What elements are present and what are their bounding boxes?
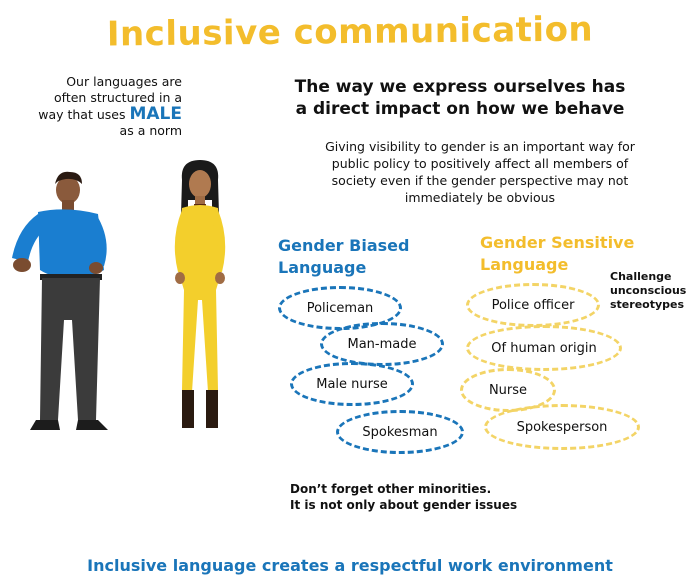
- biased-term: Man-made: [347, 336, 417, 352]
- sensitive-term: Spokesperson: [516, 419, 608, 435]
- woman-illustration: [174, 160, 226, 428]
- sensitive-term-bubble: Spokesperson: [484, 404, 640, 450]
- biased-term: Male nurse: [316, 376, 388, 392]
- biased-term-bubble: Man-made: [320, 322, 444, 366]
- footer-message: Inclusive language creates a respectful …: [87, 556, 613, 575]
- man-illustration: [12, 171, 108, 430]
- headline: The way we express ourselves has a direc…: [240, 76, 680, 120]
- paragraph-line: immediately be obvious: [404, 190, 556, 205]
- intro-line: Our languages are: [66, 74, 182, 89]
- challenge-line: stereotypes: [610, 298, 685, 311]
- sensitive-term: Of human origin: [491, 340, 597, 356]
- minorities-line: It is not only about gender issues: [290, 498, 518, 512]
- biased-term-bubble: Spokesman: [336, 410, 464, 454]
- intro-line: way that uses MALE: [22, 106, 182, 123]
- headline-line: a direct impact on how we behave: [295, 99, 625, 119]
- paragraph-line: society even if the gender perspective m…: [331, 173, 629, 188]
- heading-line: Gender Biased: [278, 236, 410, 255]
- intro-line-prefix: way that uses: [38, 107, 126, 122]
- minorities-note: Don’t forget other minorities. It is not…: [290, 481, 517, 513]
- paragraph-line: public policy to positively affect all m…: [331, 156, 629, 171]
- paragraph-line: Giving visibility to gender is an import…: [325, 139, 635, 154]
- page-title: Inclusive communication: [106, 9, 594, 55]
- challenge-line: unconscious: [610, 284, 687, 297]
- sensitive-term: Nurse: [488, 382, 528, 398]
- biased-term-bubble: Male nurse: [290, 362, 414, 406]
- paragraph: Giving visibility to gender is an import…: [280, 138, 680, 206]
- heading-line: Language: [278, 258, 367, 277]
- intro-line: often structured in a: [54, 90, 182, 105]
- heading-line: Language: [480, 255, 569, 274]
- intro-text: Our languages are often structured in a …: [22, 74, 182, 139]
- headline-line: The way we express ourselves has: [294, 77, 626, 97]
- sensitive-term: Police officer: [491, 297, 575, 313]
- heading-line: Gender Sensitive: [480, 233, 635, 252]
- male-highlight: MALE: [129, 104, 182, 124]
- sensitive-term-bubble: Police officer: [466, 283, 600, 327]
- gender-biased-heading: Gender Biased Language: [278, 235, 409, 279]
- minorities-line: Don’t forget other minorities.: [290, 482, 492, 496]
- biased-term: Policeman: [306, 300, 374, 316]
- challenge-note: Challenge unconscious stereotypes: [610, 270, 686, 312]
- biased-term: Spokesman: [362, 424, 438, 440]
- sensitive-term-bubble: Of human origin: [466, 325, 622, 371]
- gender-sensitive-heading: Gender Sensitive Language: [480, 232, 634, 276]
- intro-line: as a norm: [119, 123, 182, 138]
- challenge-line: Challenge: [610, 270, 672, 283]
